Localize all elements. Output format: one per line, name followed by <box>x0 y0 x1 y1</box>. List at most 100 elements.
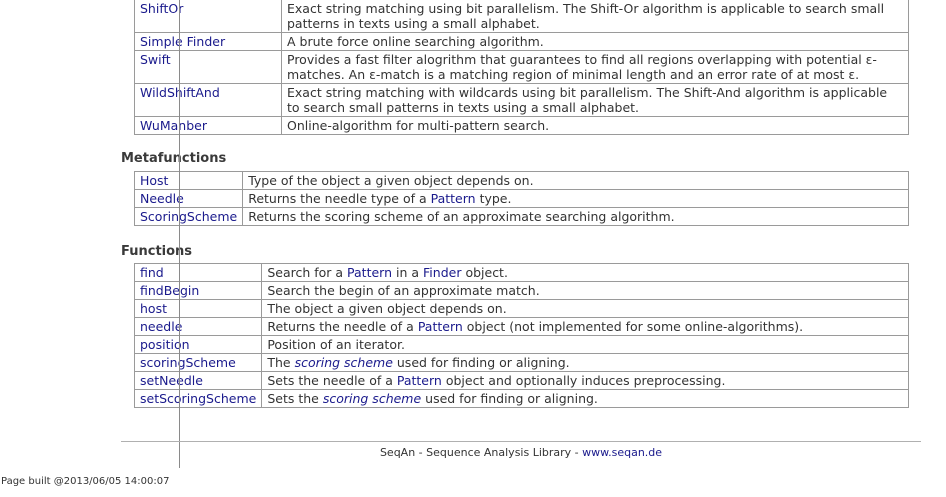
description-text: object and optionally induces preprocess… <box>441 373 726 388</box>
entry-link[interactable]: Swift <box>140 52 171 67</box>
name-cell: Simple Finder <box>134 32 282 51</box>
description-text: object (not implemented for some online-… <box>462 319 804 334</box>
description-cell: Type of the object a given object depend… <box>242 171 909 190</box>
footer-divider <box>121 441 921 442</box>
inline-link[interactable]: Pattern <box>417 319 463 334</box>
table-row: scoringScheme The scoring scheme used for… <box>133 353 909 372</box>
description-cell: Search the begin of an approximate match… <box>261 281 909 300</box>
entry-link[interactable]: setScoringScheme <box>140 391 257 406</box>
name-cell: findBegin <box>133 281 263 300</box>
description-text: The <box>267 355 295 370</box>
metafunctions-heading: Metafunctions <box>121 151 227 166</box>
description-text: used for finding or aligning. <box>421 391 598 406</box>
name-cell: ShiftOr <box>134 0 282 33</box>
description-text: Provides a fast filter alogrithm that gu… <box>287 52 877 82</box>
table-row: findBegin Search the begin of an approxim… <box>133 281 909 300</box>
table-row: position Position of an iterator. <box>133 335 909 354</box>
table-row: Swift Provides a fast filter alogrithm th… <box>134 50 909 84</box>
description-cell: Search for a Pattern in a Finder object. <box>261 263 909 282</box>
inline-link[interactable]: Finder <box>423 265 462 280</box>
description-cell: Exact string matching with wildcards usi… <box>281 83 909 117</box>
entry-link[interactable]: Needle <box>140 191 184 206</box>
description-cell: The object a given object depends on. <box>261 299 909 318</box>
functions-heading: Functions <box>121 244 193 259</box>
entry-link[interactable]: find <box>140 265 164 280</box>
table-row: Simple Finder A brute force online search… <box>134 32 909 51</box>
description-text: type. <box>475 191 512 206</box>
description-text: A brute force online searching algorithm… <box>287 34 544 49</box>
functions-table: find Search for a Pattern in a Finder obj… <box>133 263 909 408</box>
inline-link[interactable]: scoring scheme <box>322 391 422 406</box>
description-cell: Sets the scoring scheme used for finding… <box>261 389 909 408</box>
table-row: ScoringScheme Returns the scoring scheme … <box>133 207 909 226</box>
description-text: Sets the needle of a <box>267 373 397 388</box>
description-text: Returns the needle of a <box>267 319 418 334</box>
entry-link[interactable]: position <box>140 337 190 352</box>
description-text: used for finding or aligning. <box>392 355 570 370</box>
description-cell: Online-algorithm for multi-pattern searc… <box>281 116 909 135</box>
description-cell: Exact string matching using bit parallel… <box>281 0 909 33</box>
description-cell: Returns the needle type of a Pattern typ… <box>242 189 909 208</box>
table-row: host The object a given object depends on… <box>133 299 909 318</box>
name-cell: position <box>133 335 263 354</box>
description-text: Exact string matching using bit parallel… <box>287 1 885 31</box>
description-text: object. <box>461 265 508 280</box>
entry-link[interactable]: ShiftOr <box>140 1 184 16</box>
description-cell: Sets the needle of a Pattern object and … <box>261 371 909 390</box>
name-cell: scoringScheme <box>133 353 263 372</box>
footer-link-seqan[interactable]: www.seqan.de <box>582 446 663 459</box>
entry-link[interactable]: host <box>140 301 167 316</box>
name-cell: Needle <box>133 189 244 208</box>
table-row: setNeedle Sets the needle of a Pattern ob… <box>133 371 909 390</box>
entry-link[interactable]: needle <box>140 319 183 334</box>
table-row: ShiftOr Exact string matching using bit p… <box>134 0 909 33</box>
name-cell: ScoringScheme <box>133 207 244 226</box>
table-row: setScoringScheme Sets the scoring scheme … <box>133 389 909 408</box>
inline-link[interactable]: Pattern <box>430 191 476 206</box>
metafunctions-table: Host Type of the object a given object de… <box>133 171 909 226</box>
entry-link[interactable]: WuManber <box>140 118 207 133</box>
table-row: Needle Returns the needle type of a Patte… <box>133 189 909 208</box>
name-cell: needle <box>133 317 263 336</box>
table-row: needle Returns the needle of a Pattern ob… <box>133 317 909 336</box>
description-text: Sets the <box>267 391 323 406</box>
description-text: Position of an iterator. <box>267 337 405 352</box>
table-row: Host Type of the object a given object de… <box>133 171 909 190</box>
name-cell: setScoringScheme <box>133 389 263 408</box>
footer: SeqAn - Sequence Analysis Library - www.… <box>121 446 921 459</box>
entry-link[interactable]: Simple Finder <box>140 34 226 49</box>
description-text: Search the begin of an approximate match… <box>267 283 540 298</box>
description-text: Returns the needle type of a <box>248 191 431 206</box>
page-built-timestamp: Page built @2013/06/05 14:00:07 <box>1 476 170 487</box>
description-cell: A brute force online searching algorithm… <box>281 32 909 51</box>
name-cell: Swift <box>134 50 282 84</box>
footer-text: SeqAn - Sequence Analysis Library - <box>379 446 583 459</box>
description-text: Online-algorithm for multi-pattern searc… <box>287 118 550 133</box>
description-text: The object a given object depends on. <box>267 301 507 316</box>
table-row: find Search for a Pattern in a Finder obj… <box>133 263 909 282</box>
description-text: Exact string matching with wildcards usi… <box>287 85 888 115</box>
entry-link[interactable]: findBegin <box>140 283 200 298</box>
column-guide-line <box>179 0 180 468</box>
table-row: WildShiftAndExact string matching with w… <box>134 83 909 117</box>
inline-link[interactable]: scoring scheme <box>294 355 393 370</box>
entry-link[interactable]: ScoringScheme <box>140 209 238 224</box>
description-cell: Provides a fast filter alogrithm that gu… <box>281 50 909 84</box>
entry-link[interactable]: Host <box>140 173 169 188</box>
table-row: WuManber Online-algorithm for multi-patte… <box>134 116 909 135</box>
description-cell: Returns the scoring scheme of an approxi… <box>242 207 909 226</box>
description-text: Search for a <box>267 265 348 280</box>
name-cell: setNeedle <box>133 371 263 390</box>
entry-link[interactable]: setNeedle <box>140 373 203 388</box>
description-cell: The scoring scheme used for finding or a… <box>261 353 909 372</box>
description-text: in a <box>392 265 424 280</box>
entry-link[interactable]: scoringScheme <box>140 355 236 370</box>
description-cell: Position of an iterator. <box>261 335 909 354</box>
description-cell: Returns the needle of a Pattern object (… <box>261 317 909 336</box>
algorithms-table: ShiftOr Exact string matching using bit p… <box>134 0 909 135</box>
inline-link[interactable]: Pattern <box>347 265 393 280</box>
name-cell: host <box>133 299 263 318</box>
name-cell: Host <box>133 171 244 190</box>
name-cell: WuManber <box>134 116 282 135</box>
inline-link[interactable]: Pattern <box>396 373 442 388</box>
